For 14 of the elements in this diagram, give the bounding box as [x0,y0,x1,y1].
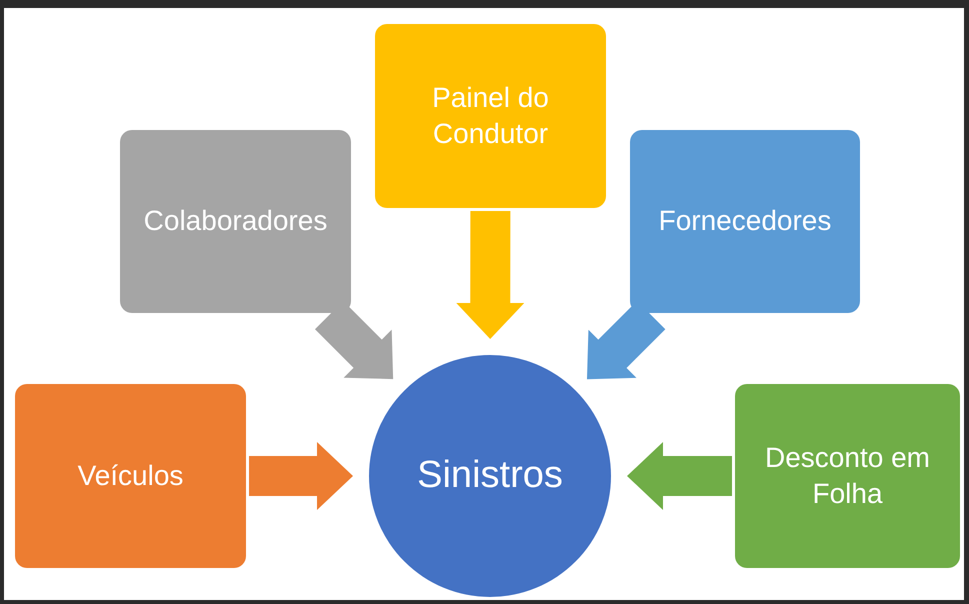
node-label: Desconto em Folha [764,440,931,511]
node-label: Veículos [76,458,184,493]
node-label: Sinistros [416,453,564,498]
block-arrow [627,442,732,510]
node-label: Colaboradores [142,204,328,238]
rounded-box [15,384,246,568]
block-arrow [456,210,524,339]
rounded-box [375,24,606,208]
rounded-box [735,384,960,568]
node-label: Painel do Condutor [431,80,550,151]
block-arrow [249,442,353,510]
rounded-box [630,130,860,313]
rounded-box [120,130,351,313]
node-label: Fornecedores [658,204,832,238]
